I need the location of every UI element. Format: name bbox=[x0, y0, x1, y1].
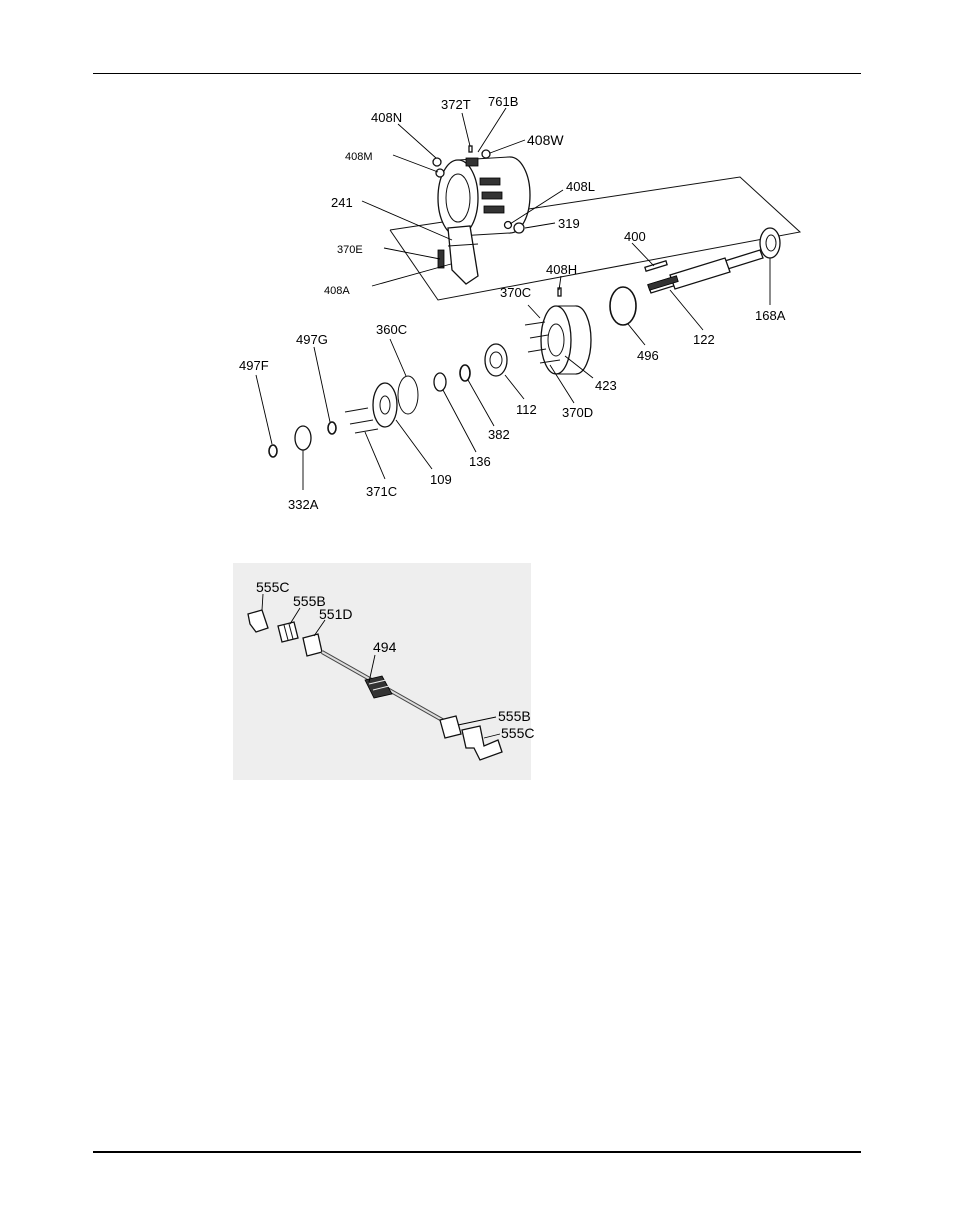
inset-leader-lines bbox=[262, 594, 500, 738]
label-370C: 370C bbox=[500, 285, 531, 300]
shaft bbox=[648, 250, 763, 293]
label-400: 400 bbox=[624, 229, 646, 244]
label-408M: 408M bbox=[345, 151, 373, 163]
label-370D: 370D bbox=[562, 405, 593, 420]
inset-label-551D: 551D bbox=[319, 606, 352, 622]
label-319: 319 bbox=[558, 216, 580, 231]
washer-136 bbox=[434, 373, 446, 391]
label-360C: 360C bbox=[376, 322, 407, 337]
label-109: 109 bbox=[430, 472, 452, 487]
label-370E: 370E bbox=[337, 244, 363, 256]
bearing-168A bbox=[760, 228, 780, 258]
inset-labels: 555C 555B 551D 494 555B 555C bbox=[256, 579, 534, 741]
label-408L: 408L bbox=[566, 179, 595, 194]
label-423: 423 bbox=[595, 378, 617, 393]
bearing-end-cover bbox=[525, 288, 591, 374]
part-408N-plug bbox=[433, 158, 441, 166]
gasket-360C bbox=[398, 376, 418, 414]
support-foot bbox=[438, 226, 478, 284]
part-408L-plug bbox=[505, 222, 512, 229]
label-496: 496 bbox=[637, 348, 659, 363]
part-408W-plug bbox=[482, 150, 490, 158]
label-497G: 497G bbox=[296, 332, 328, 347]
label-112: 112 bbox=[516, 402, 537, 417]
part-408M-plug bbox=[436, 169, 444, 177]
bearing-cover-109 bbox=[345, 383, 397, 433]
label-408H: 408H bbox=[546, 262, 577, 277]
part-319-oil-bottle bbox=[514, 223, 524, 233]
label-371C: 371C bbox=[366, 484, 397, 499]
bearing-112 bbox=[485, 344, 507, 376]
part-372T-screw bbox=[469, 146, 472, 152]
label-168A: 168A bbox=[755, 308, 786, 323]
inset-label-555B-bottom: 555B bbox=[498, 708, 531, 724]
label-136: 136 bbox=[469, 454, 491, 469]
footer-rule bbox=[93, 1151, 861, 1153]
label-241: 241 bbox=[331, 195, 353, 210]
inset-label-555C-top: 555C bbox=[256, 579, 289, 595]
oil-line-assembly bbox=[248, 610, 502, 760]
inset-label-494: 494 bbox=[373, 639, 397, 655]
inset-label-555C-bottom: 555C bbox=[501, 725, 534, 741]
o-ring-496 bbox=[610, 287, 636, 325]
snap-ring-382 bbox=[460, 365, 470, 381]
label-382: 382 bbox=[488, 427, 510, 442]
label-761B: 761B bbox=[488, 94, 518, 109]
seal-332A bbox=[295, 426, 311, 450]
label-372T: 372T bbox=[441, 97, 471, 112]
label-122: 122 bbox=[693, 332, 715, 347]
label-408A: 408A bbox=[324, 285, 350, 297]
part-400-key bbox=[645, 261, 667, 271]
o-ring-497F bbox=[269, 445, 277, 457]
label-497F: 497F bbox=[239, 358, 269, 373]
label-408N: 408N bbox=[371, 110, 402, 125]
label-408W: 408W bbox=[527, 132, 564, 148]
o-ring-497G bbox=[328, 422, 336, 434]
label-332A: 332A bbox=[288, 497, 319, 512]
